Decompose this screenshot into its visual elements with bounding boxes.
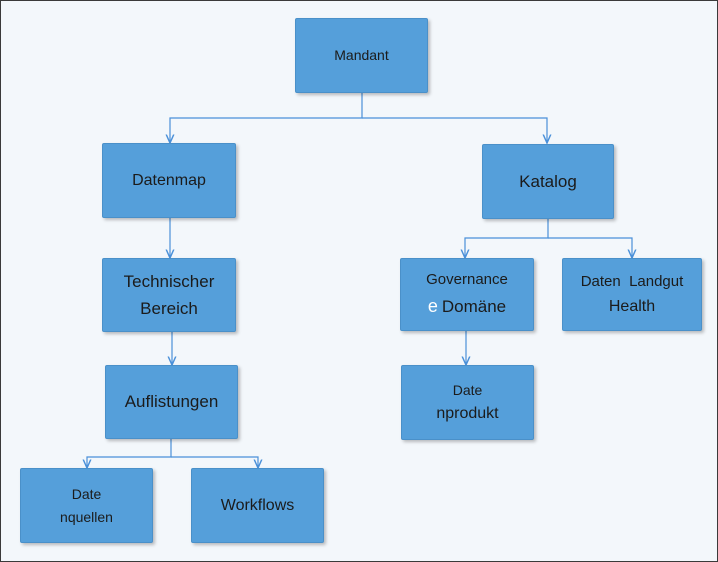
node-daten-landgut-health: Daten Landgut Health [562, 258, 702, 331]
connector-auflistungen-workflows [171, 456, 258, 468]
node-datenquellen: Date nquellen [20, 468, 153, 543]
node-governance-prefix: e [427, 296, 438, 317]
node-datenprodukt-line1: Date [452, 381, 483, 398]
node-datenmap-label: Datenmap [132, 171, 206, 189]
connector-katalog-governance [465, 219, 549, 258]
connector-katalog-daten-landgut [548, 237, 632, 258]
node-technischer-line1: Technischer [123, 271, 215, 291]
node-katalog-label: Katalog [519, 171, 577, 191]
node-mandant-label: Mandant [334, 47, 389, 64]
node-workflows: Workflows [191, 468, 324, 543]
node-daten-landgut-line2: Health [608, 297, 656, 315]
connector-mandant-katalog [362, 117, 547, 143]
node-governance-line2: Domäne [441, 297, 507, 317]
node-technischer-line2: Bereich [140, 299, 198, 318]
node-workflows-label: Workflows [220, 496, 295, 514]
node-technischer-bereich: Technischer Bereich [102, 258, 236, 332]
node-datenquellen-line1: Date [71, 486, 102, 503]
node-auflistungen: Auflistungen [105, 365, 238, 439]
connector-mandant-datenmap [170, 93, 363, 143]
node-datenquellen-line2: nquellen [60, 508, 113, 525]
node-katalog: Katalog [482, 144, 614, 219]
node-governance-line1: Governance [426, 271, 508, 289]
node-datenprodukt: Date nprodukt [401, 365, 534, 440]
node-auflistungen-label: Auflistungen [124, 392, 219, 412]
connector-auflistungen-datenquellen [87, 439, 172, 468]
node-daten-landgut-line1: Daten Landgut [580, 272, 684, 290]
node-mandant: Mandant [295, 18, 428, 93]
node-datenmap: Datenmap [102, 143, 236, 218]
node-datenprodukt-line2: nprodukt [436, 404, 499, 422]
